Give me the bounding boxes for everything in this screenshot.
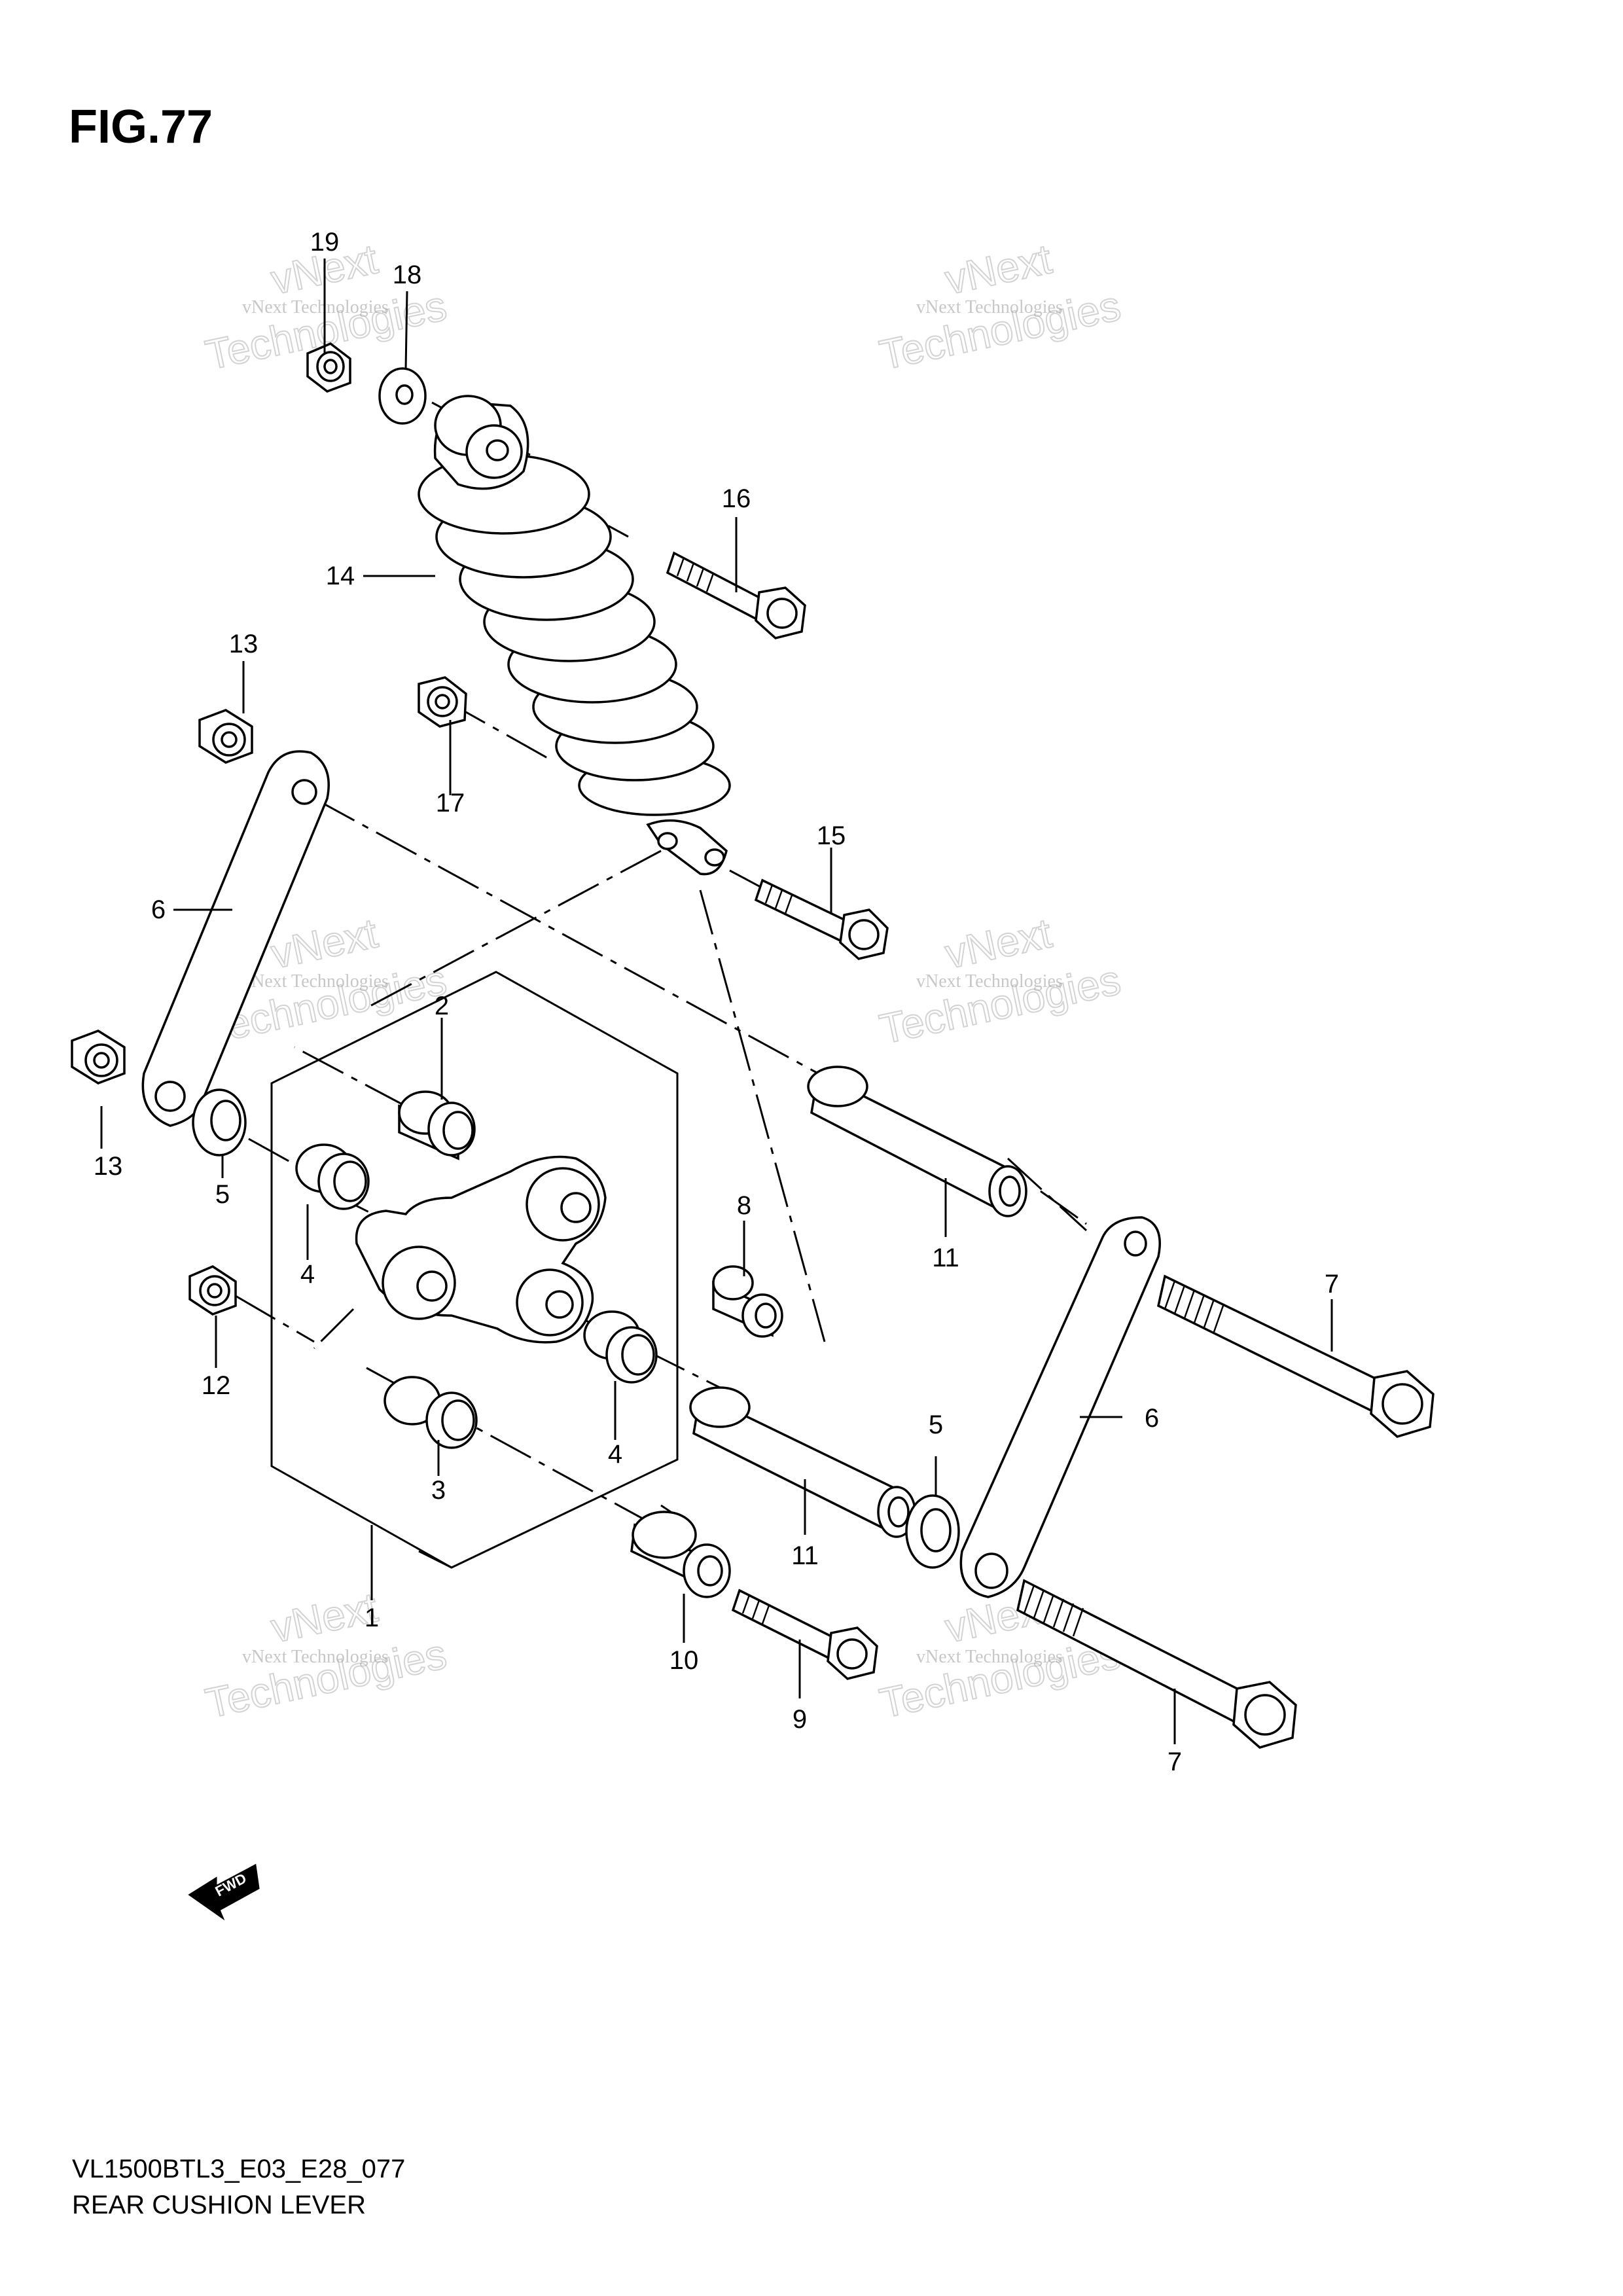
callout-4-upper: 4 [300, 1260, 315, 1289]
nut-13-lower [71, 1030, 126, 1085]
nut-12 [188, 1265, 237, 1316]
callout-18: 18 [393, 260, 422, 289]
callout-3: 3 [431, 1476, 446, 1505]
washer-5-right [905, 1494, 960, 1569]
callout-9: 9 [793, 1705, 807, 1734]
bearing-4-lower [583, 1310, 658, 1384]
forward-direction-icon: FWD [188, 1863, 260, 1921]
link-rod-6-left [141, 750, 330, 1127]
callout-5-right: 5 [929, 1410, 943, 1439]
callout-5-left: 5 [215, 1180, 230, 1209]
callout-11-lower: 11 [791, 1541, 819, 1570]
bolt-15 [754, 878, 889, 960]
callout-16: 16 [722, 484, 751, 513]
figure-title: FIG.77 [69, 101, 213, 153]
spacer-11-upper [807, 1066, 1027, 1217]
callout-14: 14 [326, 562, 355, 590]
callout-6-left: 6 [151, 895, 166, 924]
callout-2: 2 [435, 992, 449, 1020]
figure-caption: REAR CUSHION LEVER [72, 2191, 366, 2219]
nut-19 [306, 342, 351, 393]
washer-5-left [192, 1088, 247, 1157]
watermark-low-left: vNext Technologies vNext Technologies [201, 1583, 451, 1727]
bolt-16 [666, 551, 806, 639]
washer-18 [378, 367, 427, 425]
group-outline-tail [418, 1550, 452, 1569]
callout-17: 17 [436, 789, 465, 817]
callout-19: 19 [310, 228, 340, 257]
bolt-7-upper [1156, 1274, 1435, 1438]
cushion-lever-body [355, 1155, 607, 1344]
watermark-mid-center: vNext Technologies vNext Technologies [875, 908, 1125, 1053]
callout-6-right: 6 [1145, 1404, 1159, 1433]
svg-text:vNext: vNext [267, 909, 382, 977]
callout-10: 10 [669, 1646, 699, 1675]
svg-text:vNext: vNext [941, 909, 1056, 977]
link-rod-6-right [959, 1216, 1161, 1598]
callout-7-lower: 7 [1168, 1748, 1182, 1776]
callout-11-upper: 11 [932, 1244, 959, 1272]
bearing-3 [383, 1376, 478, 1449]
watermark-low-center: vNext Technologies vNext Technologies [875, 1583, 1125, 1727]
callout-4-lower: 4 [608, 1440, 622, 1469]
nut-13-upper [198, 709, 253, 764]
shock-absorber [418, 395, 731, 876]
svg-text:Technologies: Technologies [876, 282, 1124, 379]
nut-17 [418, 676, 467, 728]
svg-text:vNext Technologies: vNext Technologies [242, 1647, 389, 1667]
callout-8: 8 [737, 1191, 751, 1220]
callout-1: 1 [365, 1604, 379, 1632]
collar-8 [712, 1265, 783, 1338]
leader-lines [100, 259, 1333, 1744]
callout-13-lower: 13 [94, 1152, 123, 1181]
svg-text:vNext Technologies: vNext Technologies [242, 297, 389, 317]
svg-text:Technologies: Technologies [876, 956, 1124, 1053]
bolt-9 [731, 1588, 878, 1680]
svg-text:vNext Technologies: vNext Technologies [916, 1647, 1063, 1667]
callout-7-upper: 7 [1325, 1270, 1339, 1299]
callouts: 19 18 16 14 13 17 15 6 2 13 5 4 8 11 7 1… [94, 228, 1339, 1776]
svg-text:vNext Technologies: vNext Technologies [916, 971, 1063, 992]
spacer-11-lower [689, 1386, 916, 1538]
svg-text:vNext Technologies: vNext Technologies [242, 971, 389, 992]
bearing-2 [398, 1090, 476, 1160]
svg-text:vNext Technologies: vNext Technologies [916, 297, 1063, 317]
watermark-top-center: vNext Technologies vNext Technologies [875, 234, 1125, 379]
callout-15: 15 [817, 821, 846, 850]
model-code: VL1500BTL3_E03_E28_077 [72, 2155, 405, 2183]
callout-13-upper: 13 [229, 630, 259, 658]
callout-12: 12 [202, 1371, 231, 1400]
collar-10 [630, 1511, 731, 1598]
bearing-4-upper [295, 1143, 370, 1210]
svg-text:vNext: vNext [941, 235, 1056, 303]
bolt-7-lower [1016, 1579, 1297, 1749]
svg-text:Technologies: Technologies [202, 1630, 450, 1727]
